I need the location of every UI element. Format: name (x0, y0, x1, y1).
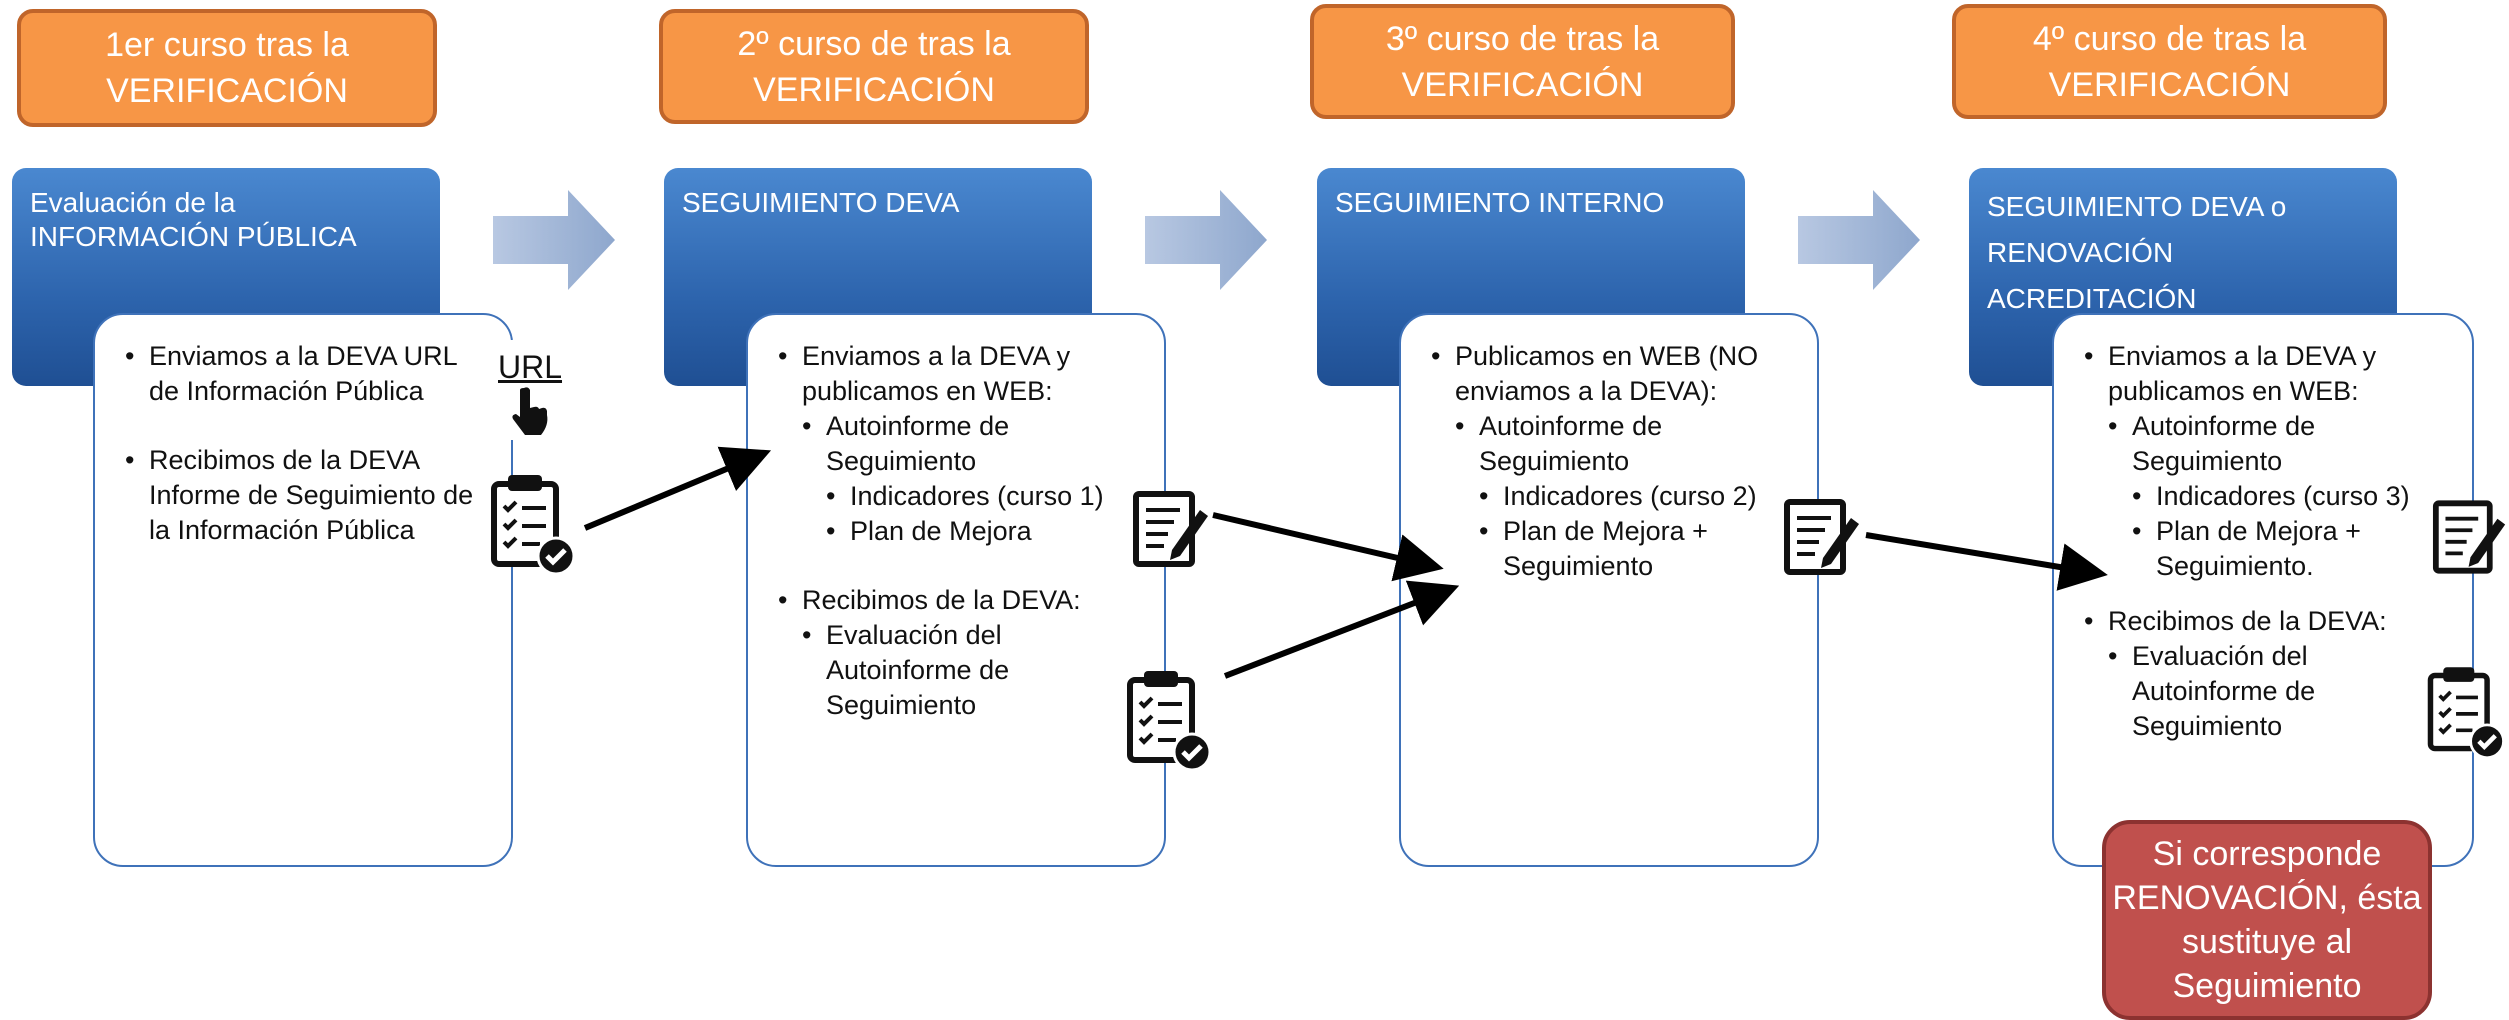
stage-4-sent-intro: Enviamos a la DEVA y publicamos en WEB: (2084, 339, 2454, 409)
document-edit-icon (1784, 499, 1859, 575)
connector-stage3-to-stage4 (1865, 532, 2108, 591)
header-year-4: 4º curso de tras la VERIFICACIÓN (1952, 4, 2387, 119)
stage-2-indicators: Indicadores (curso 1) (826, 479, 1146, 514)
stage-3-report: Autoinforme de Seguimiento (1455, 409, 1699, 479)
stage-3-plan: Plan de Mejora + Seguimiento (1479, 514, 1763, 584)
stage-2-received-intro: Recibimos de la DEVA: (778, 583, 1146, 618)
stage-4-title: SEGUIMIENTO DEVA o RENOVACIÓN ACREDITACI… (1987, 191, 2287, 314)
connector-stage1-to-stage2 (583, 446, 772, 531)
document-edit-icon (1133, 491, 1208, 567)
clipboard-check-icon (491, 475, 576, 576)
header-year-1: 1er curso tras la VERIFICACIÓN (17, 9, 437, 127)
stage-1-item-received: Recibimos de la DEVA Informe de Seguimie… (125, 443, 479, 548)
stage-4-received-intro: Recibimos de la DEVA: (2084, 604, 2454, 639)
renovation-note-text: Si corresponde RENOVACIÓN, ésta sustituy… (2112, 835, 2422, 1005)
stage-arrow-2 (1145, 190, 1267, 290)
clipboard-check-icon (1127, 671, 1212, 772)
stage-4-card: Enviamos a la DEVA y publicamos en WEB: … (2052, 313, 2474, 867)
stage-3-title: SEGUIMIENTO INTERNO (1335, 187, 1665, 218)
stage-4-title-box: SEGUIMIENTO DEVA o RENOVACIÓN ACREDITACI… (1969, 168, 2397, 386)
stage-3-card: Publicamos en WEB (NO enviamos a la DEVA… (1399, 313, 1819, 867)
stage-4-indicators: Indicadores (curso 3) (2132, 479, 2454, 514)
stage-1-item-sent: Enviamos a la DEVA URL de Información Pú… (125, 339, 469, 409)
header-year-2: 2º curso de tras la VERIFICACIÓN (659, 9, 1089, 124)
stage-2-report: Autoinforme de Seguimiento (802, 409, 1046, 479)
stage-2-sent-intro: Enviamos a la DEVA y publicamos en WEB: (778, 339, 1146, 409)
header-year-2-text: 2º curso de tras la VERIFICACIÓN (737, 24, 1011, 109)
stage-2-title: SEGUIMIENTO DEVA (682, 187, 960, 218)
url-icon-label: URL (498, 349, 563, 385)
url-click-icon: URL (478, 340, 588, 440)
stage-arrow-1 (493, 190, 615, 290)
connector-evaluation-to-stage3 (1223, 580, 1460, 679)
stage-2-plan: Plan de Mejora (826, 514, 1146, 549)
header-year-4-text: 4º curso de tras la VERIFICACIÓN (2032, 19, 2307, 104)
stage-4-report: Autoinforme de Seguimiento (2108, 409, 2352, 479)
header-year-1-text: 1er curso tras la VERIFICACIÓN (105, 26, 349, 110)
header-year-3-text: 3º curso de tras la VERIFICACIÓN (1385, 19, 1660, 104)
stage-1-title: Evaluación de la INFORMACIÓN PÚBLICA (30, 187, 357, 252)
header-year-3: 3º curso de tras la VERIFICACIÓN (1310, 4, 1735, 119)
stage-4-evaluation: Evaluación del Autoinforme de Seguimient… (2108, 639, 2362, 744)
document-edit-icon (2432, 500, 2506, 574)
stage-3-indicators: Indicadores (curso 2) (1479, 479, 1799, 514)
clipboard-check-icon (2427, 667, 2505, 760)
hand-pointer-icon (512, 387, 548, 435)
stage-2-evaluation: Evaluación del Autoinforme de Seguimient… (802, 618, 1056, 723)
stage-4-plan: Plan de Mejora + Seguimiento. (2132, 514, 2396, 584)
stage-3-sent-intro: Publicamos en WEB (NO enviamos a la DEVA… (1431, 339, 1795, 409)
connector-plan-to-stage3 (1212, 512, 1444, 582)
renovation-note: Si corresponde RENOVACIÓN, ésta sustituy… (2102, 820, 2432, 1020)
stage-arrow-3 (1798, 190, 1920, 290)
stage-2-card: Enviamos a la DEVA y publicamos en WEB: … (746, 313, 1166, 867)
stage-1-card: Enviamos a la DEVA URL de Información Pú… (93, 313, 513, 867)
